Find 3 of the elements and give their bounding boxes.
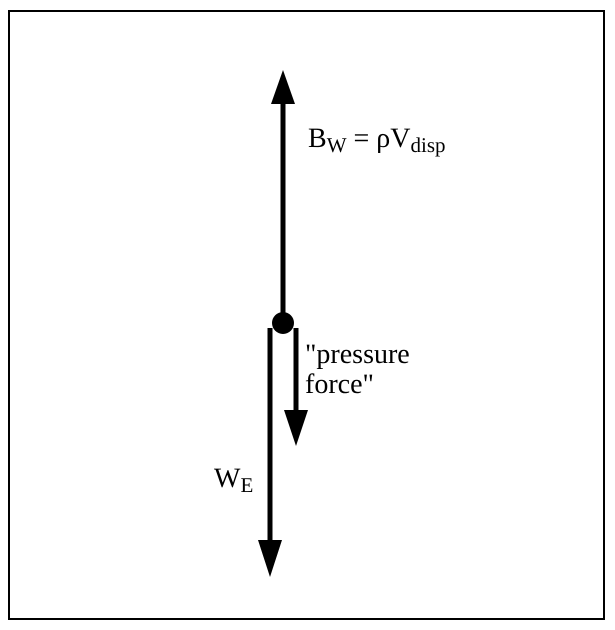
force-label: B$_{W}$ = ρV$_{disp}$ — [308, 122, 446, 160]
force-label: "pressure force" — [305, 340, 411, 400]
force-label: W$_{E}$ — [214, 462, 254, 500]
